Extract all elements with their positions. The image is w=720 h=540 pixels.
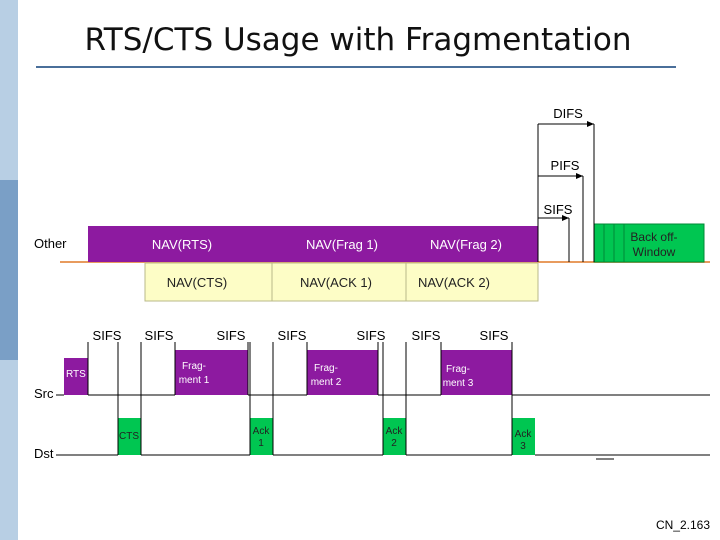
ack-3-label-line1: Ack: [515, 429, 533, 440]
ack-1-label-line2: 1: [258, 438, 264, 449]
sifs-label-7: SIFS: [480, 328, 509, 343]
backoff-window: [593, 223, 705, 263]
slide-title: RTS/CTS Usage with Fragmentation: [84, 22, 632, 58]
src-label: Src: [34, 386, 54, 401]
rts-frame-label: RTS: [66, 369, 86, 380]
title-underline: [36, 66, 676, 68]
fragment-2-frame: [307, 350, 378, 395]
other-label: Other: [34, 236, 67, 251]
ack-3-frame: [512, 418, 535, 455]
backoff-label-line2: Window: [633, 245, 676, 259]
nav-rts-label: NAV(RTS): [152, 237, 212, 252]
sifs-label-6: SIFS: [412, 328, 441, 343]
slide-footer: CN_2.163: [655, 518, 710, 532]
fragment-3-label-line2: ment 3: [443, 378, 474, 389]
sifs-label-4: SIFS: [278, 328, 307, 343]
difs-arrowhead: [587, 121, 594, 127]
sifs-label-2: SIFS: [145, 328, 174, 343]
fragment-3-label-line1: Frag-: [446, 364, 470, 375]
fragment-3-frame: [441, 350, 512, 395]
ack-1-frame: [250, 418, 273, 455]
sifs-gap-markers: [87, 342, 513, 455]
nav-ack2-label: NAV(ACK 2): [418, 275, 490, 290]
cts-frame-label: CTS: [119, 431, 139, 442]
nav-frag1-bar: [274, 226, 404, 262]
fragment-1-label-line1: Frag-: [182, 361, 206, 372]
nav-frag2-label: NAV(Frag 2): [430, 237, 502, 252]
ack-2-frame: [383, 418, 406, 455]
fragment-2-label-line1: Frag-: [314, 363, 338, 374]
ack-3-label-line2: 3: [520, 441, 526, 452]
nav-cts-bar: [144, 262, 273, 302]
nav-ack1-bar: [271, 262, 407, 302]
ack-2-label-line2: 2: [391, 438, 397, 449]
nav-frag2-bar: [404, 226, 538, 262]
nav-cts-label: NAV(CTS): [167, 275, 227, 290]
ack-2-label-line1: Ack: [386, 426, 404, 437]
sifs-label-3: SIFS: [217, 328, 246, 343]
nav-ack2-bar: [405, 262, 539, 302]
sifs-label-1: SIFS: [93, 328, 122, 343]
pifs-label: PIFS: [551, 158, 580, 173]
sifs-top-arrowhead: [562, 215, 569, 221]
nav-rts-bar: [88, 226, 274, 262]
sifs-top-label: SIFS: [544, 202, 573, 217]
fragment-1-frame: [175, 350, 248, 395]
nav-frag1-label: NAV(Frag 1): [306, 237, 378, 252]
left-accent-bar-dark: [0, 180, 18, 360]
ack-1-label-line1: Ack: [253, 426, 271, 437]
fragment-2-label-line2: ment 2: [311, 377, 342, 388]
backoff-label-line1: Back off-: [630, 230, 677, 244]
sifs-label-5: SIFS: [357, 328, 386, 343]
fragment-1-label-line2: ment 1: [179, 375, 210, 386]
pifs-arrowhead: [576, 173, 583, 179]
rts-frame: [64, 358, 88, 395]
dst-label: Dst: [34, 446, 54, 461]
difs-label: DIFS: [553, 106, 583, 121]
cts-frame: [118, 418, 141, 455]
nav-ack1-label: NAV(ACK 1): [300, 275, 372, 290]
